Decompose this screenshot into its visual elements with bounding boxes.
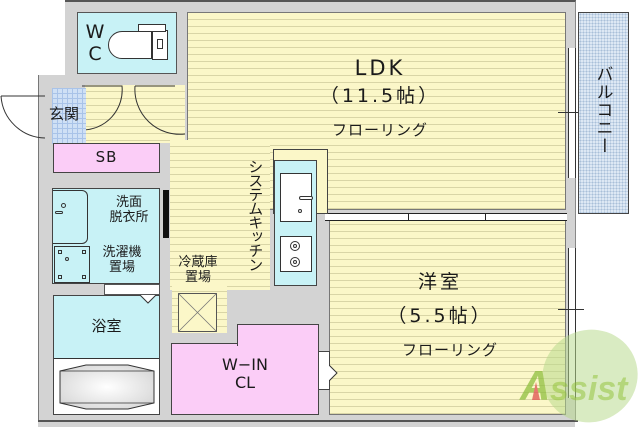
western-name: 洋室: [417, 271, 462, 293]
outer-border-bottom: [38, 420, 578, 422]
outer-border-left: [38, 75, 66, 422]
entrance-label: 玄関: [48, 105, 79, 123]
kitchen-floor: [170, 140, 270, 290]
ldk-name: LDK: [354, 56, 406, 80]
svg-text:ssist: ssist: [550, 370, 629, 408]
washing-machine-icon: [54, 246, 90, 283]
ldk-size: （11.5帖）: [319, 85, 441, 107]
system-kitchen[interactable]: [274, 160, 317, 286]
wc-door-arc-icon: [81, 85, 186, 135]
sb-label: SB: [95, 148, 118, 166]
toilet-icon: [108, 24, 174, 63]
balcony-label: バルコニー: [592, 65, 613, 155]
kitchen-label: システムキッチン: [246, 159, 265, 271]
window-tick: [558, 112, 584, 113]
assist-logo-icon: A ssist: [519, 329, 638, 423]
sliding-partition[interactable]: [325, 213, 567, 221]
closet-door-triangle-icon: [329, 365, 338, 382]
partition-joint: [485, 214, 486, 220]
bath-door-triangle-icon: [140, 295, 157, 304]
shoe-box[interactable]: [53, 143, 160, 173]
bath-door-gap: [104, 284, 160, 295]
fridge-space-icon: [178, 293, 217, 332]
sink-icon: [53, 190, 88, 244]
sink-basin-icon: [280, 173, 313, 222]
stove-icon: [280, 236, 312, 272]
window-western[interactable]: [568, 248, 576, 398]
bathtub: [54, 358, 159, 414]
window-tick: [558, 309, 584, 310]
fridge-label: 冷蔵庫 置場: [178, 255, 218, 285]
ldk-flooring: フローリング: [331, 121, 428, 139]
partition-joint: [408, 214, 409, 220]
western-room[interactable]: [329, 217, 566, 415]
entrance-area[interactable]: [52, 88, 86, 144]
washroom-label: 洗面 脱衣所: [109, 195, 149, 225]
window-ldk[interactable]: [568, 48, 576, 178]
wc-label: W C: [85, 21, 105, 65]
entrance-door-arc-icon: [0, 95, 46, 139]
laundry-label: 洗濯機 置場: [102, 245, 142, 275]
bathtub-icon: [59, 364, 155, 410]
western-size: （5.5帖）: [387, 305, 493, 327]
western-flooring: フローリング: [401, 341, 498, 359]
balcony[interactable]: [578, 12, 629, 214]
svg-text:A: A: [519, 362, 550, 409]
walk-in-closet-upper: [237, 324, 319, 346]
ldk-room[interactable]: [187, 12, 566, 210]
closet-label: W−IN CL: [222, 355, 268, 393]
washroom-door[interactable]: [163, 190, 169, 238]
outer-border: [65, 0, 576, 422]
bath-label: 浴室: [91, 317, 122, 335]
